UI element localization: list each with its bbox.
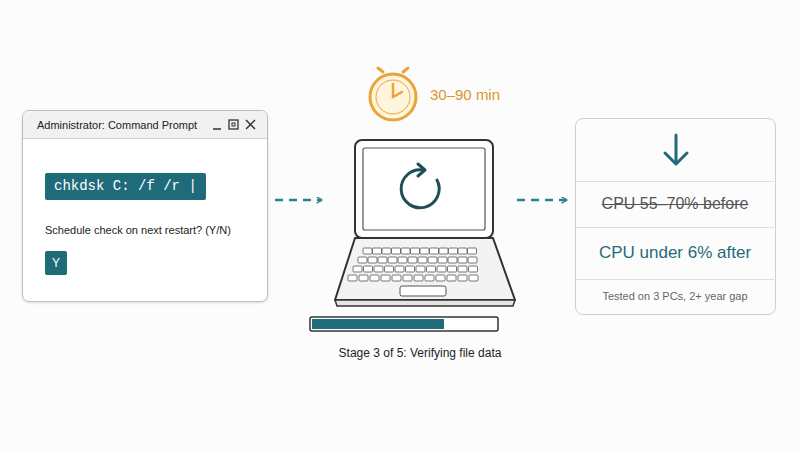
command-text: chkdsk C: /f /r | <box>45 173 206 200</box>
before-value: CPU 55–70% before <box>576 182 774 226</box>
result-panel: CPU 55–70% beforeCPU under 6% afterTeste… <box>575 118 776 315</box>
test-note: Tested on 3 PCs, 2+ year gap <box>576 280 774 312</box>
laptop-figure: Stage 3 of 5: Verifying file data <box>330 130 510 370</box>
window-title: Administrator: Command Prompt <box>23 111 267 139</box>
flow-arrow <box>275 199 322 202</box>
laptop-illustration <box>330 130 510 340</box>
clock-icon <box>370 68 416 120</box>
answer-text: Y <box>45 251 67 275</box>
answer-box: Y <box>45 251 67 275</box>
prompt-text: Schedule check on next restart? (Y/N) <box>45 223 255 237</box>
after-row: CPU under 6% after <box>576 227 774 279</box>
command-window: Administrator: Command PromptSchedule ch… <box>22 110 268 302</box>
note-row: Tested on 3 PCs, 2+ year gap <box>576 279 774 313</box>
window-controls <box>209 117 259 133</box>
duration-label: 30–90 min <box>430 86 500 103</box>
before-row: CPU 55–70% before <box>576 181 774 227</box>
flow-arrow <box>517 199 567 202</box>
stage-status: Stage 3 of 5: Verifying file data <box>280 346 560 360</box>
after-value: CPU under 6% after <box>576 228 774 278</box>
down-arrow-icon <box>665 135 687 164</box>
command-box: chkdsk C: /f /r | <box>45 173 206 200</box>
